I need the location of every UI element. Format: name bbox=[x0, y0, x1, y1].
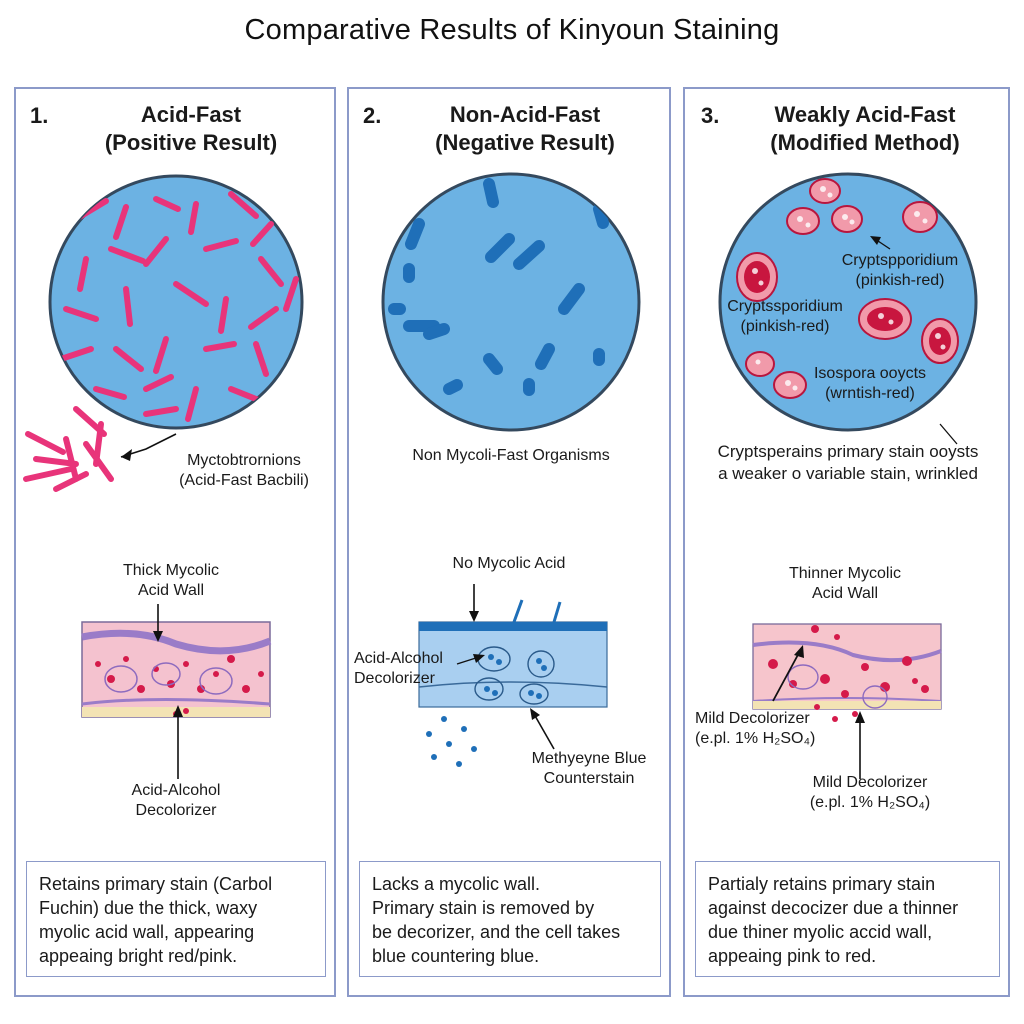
heading-line-2: (Positive Result) bbox=[104, 130, 278, 155]
microscope-field bbox=[718, 172, 978, 432]
non-acid-fast-illustration bbox=[381, 172, 641, 767]
page-title: Comparative Results of Kinyoun Staining bbox=[244, 14, 780, 46]
note-line: due thiner myolic accid wall, bbox=[708, 922, 933, 942]
escaped-bacilli bbox=[23, 406, 114, 492]
counterstain-label-line-2: Counterstain bbox=[543, 770, 635, 787]
panel-heading: Non-Acid-Fast (Negative Result) bbox=[389, 101, 661, 157]
decolorizer-1-line-1: Mild Decolorizer bbox=[695, 710, 810, 727]
panel-heading: Weakly Acid-Fast (Modified Method) bbox=[725, 101, 1005, 157]
panel-number: 2. bbox=[363, 103, 382, 128]
desc-line-2: a weaker o variable stain, wrinkled bbox=[718, 464, 978, 483]
label-c-line-1: Isospora ooycts bbox=[813, 365, 927, 382]
panel-weakly-acid-fast: 3. Weakly Acid-Fast (Modified Method) bbox=[683, 87, 1010, 997]
isospora-label: Isospora ooycts (wrntish-red) bbox=[795, 364, 945, 404]
counterstain-label-line-1: Methyeyne Blue bbox=[531, 750, 647, 767]
note-line: Primary stain is removed by bbox=[372, 898, 595, 918]
result-note: Partialy retains primary stain against d… bbox=[695, 861, 1000, 977]
label-c-line-2: (wrntish-red) bbox=[825, 385, 915, 402]
note-line: Retains primary stain (Carbol bbox=[39, 874, 273, 894]
decolorizer-label-line-2: Decolorizer bbox=[354, 670, 435, 687]
panel-heading: Acid-Fast (Positive Result) bbox=[56, 101, 326, 157]
note-line: blue countering blue. bbox=[372, 946, 540, 966]
blue-bacilli bbox=[388, 178, 609, 396]
cryptosporidium-label-a: Cryptspporidium (pinkish-red) bbox=[825, 251, 975, 291]
desc-line-1: Cryptsperains primary stain ooysts bbox=[717, 442, 979, 461]
wall-label: Thinner Mycolic Acid Wall bbox=[765, 564, 925, 604]
label-a-line-1: Cryptspporidium bbox=[841, 252, 959, 269]
mild-decolorizer-label-2: Mild Decolorizer (e.pl. 1% H₂SO₄) bbox=[785, 773, 955, 813]
microscope-field bbox=[381, 172, 641, 432]
wall-label-line-1: Thinner Mycolic bbox=[788, 565, 902, 582]
stain-description: Cryptsperains primary stain ooysts a wea… bbox=[689, 441, 1007, 485]
note-line: myolic acid wall, appearing bbox=[39, 922, 255, 942]
heading-line-2: (Modified Method) bbox=[770, 130, 960, 155]
decolorizer-label-line-2: Decolorizer bbox=[135, 802, 217, 819]
wall-label: No Mycolic Acid bbox=[452, 555, 566, 572]
decolorizer-1-line-2: (e.pl. 1% H₂SO₄) bbox=[695, 730, 816, 747]
organism-label: Non Mycoli-Fast Organisms bbox=[412, 447, 610, 464]
organism-label-line-1: Myctobtrornions bbox=[187, 452, 301, 469]
note-line: Fuchin) due the thick, waxy bbox=[39, 898, 258, 918]
stain-dots bbox=[768, 625, 929, 722]
cryptosporidium-label-b: Cryptssporidium (pinkish-red) bbox=[710, 297, 860, 337]
heading-line-2: (Negative Result) bbox=[435, 130, 615, 155]
acid-fast-illustration bbox=[23, 174, 304, 779]
weakly-acid-fast-illustration bbox=[718, 172, 978, 779]
panel-number: 3. bbox=[701, 103, 720, 128]
stain-dots bbox=[95, 655, 264, 717]
panel-acid-fast: 1. Acid-Fast (Positive Result) bbox=[14, 87, 336, 997]
label-a-line-2: (pinkish-red) bbox=[855, 272, 945, 289]
mild-decolorizer-label-1: Mild Decolorizer (e.pl. 1% H₂SO₄) bbox=[695, 709, 855, 749]
note-line: Lacks a mycolic wall. bbox=[372, 874, 541, 894]
wall-label-line-2: Acid Wall bbox=[137, 582, 205, 599]
panel-non-acid-fast: 2. Non-Acid-Fast (Negative Result) bbox=[347, 87, 671, 997]
panel-number: 1. bbox=[30, 103, 49, 128]
decolorizer-2-line-2: (e.pl. 1% H₂SO₄) bbox=[809, 794, 931, 811]
label-b-line-2: (pinkish-red) bbox=[740, 318, 830, 335]
result-note: Retains primary stain (Carbol Fuchin) du… bbox=[26, 861, 326, 977]
decolorizer-label: Acid-Alcohol Decolorizer bbox=[354, 649, 474, 689]
note-line: appeaing bright red/pink. bbox=[39, 946, 238, 966]
oocysts bbox=[736, 178, 959, 399]
note-line: Partialy retains primary stain bbox=[708, 874, 936, 894]
counterstain-label: Methyeyne Blue Counterstain bbox=[509, 749, 669, 789]
note-line: be decorizer, and the cell takes bbox=[372, 922, 621, 942]
organism-label-line-2: (Acid-Fast Bacbili) bbox=[179, 472, 309, 489]
wall-label-line-2: Acid Wall bbox=[811, 585, 879, 602]
heading-line-1: Non-Acid-Fast bbox=[449, 102, 601, 127]
note-line: appeaing pink to red. bbox=[708, 946, 877, 966]
label-b-line-1: Cryptssporidium bbox=[727, 298, 843, 315]
result-note: Lacks a mycolic wall. Primary stain is r… bbox=[359, 861, 661, 977]
wall-label: Thick Mycolic Acid Wall bbox=[96, 561, 246, 601]
note-line: against decocizer due a thinner bbox=[708, 898, 959, 918]
decolorizer-label: Acid-Alcohol Decolorizer bbox=[106, 781, 246, 821]
heading-line-1: Weakly Acid-Fast bbox=[774, 102, 956, 127]
heading-line-1: Acid-Fast bbox=[140, 102, 242, 127]
decolorizer-label-line-1: Acid-Alcohol bbox=[131, 782, 221, 799]
decolorizer-2-line-1: Mild Decolorizer bbox=[812, 774, 928, 791]
microscope-field bbox=[48, 174, 304, 430]
blue-dots bbox=[426, 654, 547, 767]
organism-label: Myctobtrornions (Acid-Fast Bacbili) bbox=[164, 451, 324, 491]
decolorizer-label-line-1: Acid-Alcohol bbox=[354, 650, 443, 667]
pink-bacilli bbox=[58, 191, 299, 422]
wall-label-line-1: Thick Mycolic bbox=[122, 562, 219, 579]
